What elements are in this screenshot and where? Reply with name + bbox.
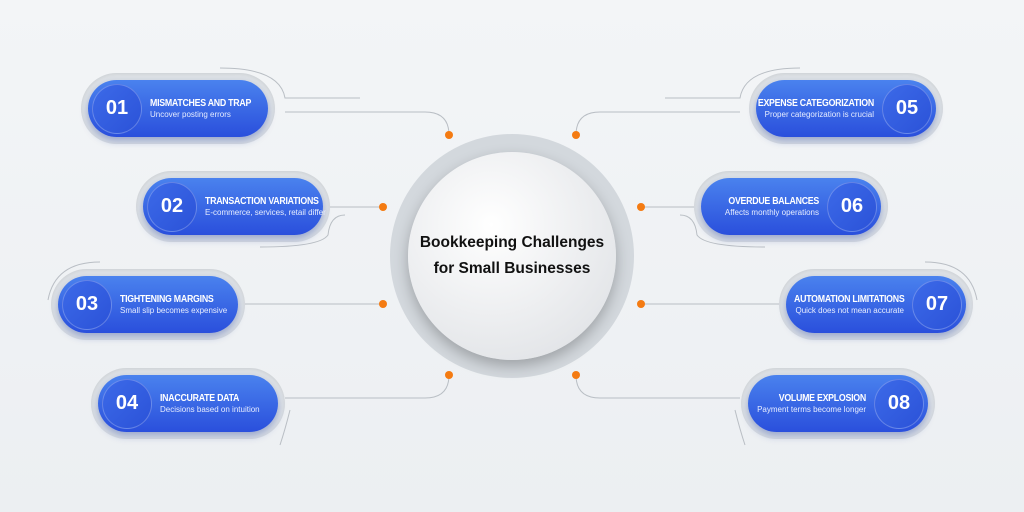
- item-title: EXPENSE CATEGORIZATION: [757, 98, 874, 110]
- item-title: VOLUME EXPLOSION: [778, 393, 866, 405]
- connector-dot: [445, 131, 453, 139]
- challenge-item: 04 INACCURATE DATA Decisions based on in…: [98, 375, 278, 432]
- item-title: OVERDUE BALANCES: [728, 196, 819, 208]
- item-description: Small slip becomes expensive: [120, 305, 228, 315]
- center-circle: Bookkeeping Challenges for Small Busines…: [408, 152, 616, 360]
- item-number: 08: [874, 378, 924, 429]
- challenge-item: 01 MISMATCHES AND TRAP Uncover posting e…: [88, 80, 268, 137]
- item-description: E-commerce, services, retail differ: [205, 207, 326, 217]
- item-number: 02: [147, 181, 197, 232]
- item-title: AUTOMATION LIMITATIONS: [793, 294, 905, 306]
- item-description: Proper categorization is crucial: [764, 109, 874, 119]
- connector-dot: [445, 371, 453, 379]
- item-description: Decisions based on intuition: [160, 404, 260, 414]
- challenge-item: 06 OVERDUE BALANCES Affects monthly oper…: [701, 178, 881, 235]
- item-number: 06: [827, 181, 877, 232]
- item-description: Quick does not mean accurate: [795, 305, 904, 315]
- center-title: Bookkeeping Challenges for Small Busines…: [419, 234, 605, 277]
- challenge-item: 08 VOLUME EXPLOSION Payment terms become…: [748, 375, 928, 432]
- item-description: Payment terms become longer: [757, 404, 866, 414]
- item-description: Affects monthly operations: [724, 207, 819, 217]
- item-description: Uncover posting errors: [150, 109, 231, 119]
- item-number: 03: [62, 279, 112, 330]
- item-title: INACCURATE DATA: [160, 393, 240, 405]
- challenge-item: 07 AUTOMATION LIMITATIONS Quick does not…: [786, 276, 966, 333]
- connector-dot: [379, 203, 387, 211]
- item-number: 05: [882, 83, 932, 134]
- item-number: 07: [912, 279, 962, 330]
- connector-dot: [637, 203, 645, 211]
- item-title: MISMATCHES AND TRAP: [150, 98, 252, 110]
- challenge-item: 02 TRANSACTION VARIATIONS E-commerce, se…: [143, 178, 326, 235]
- challenge-item: 03 TIGHTENING MARGINS Small slip becomes…: [58, 276, 238, 333]
- connector-dot: [379, 300, 387, 308]
- item-title: TRANSACTION VARIATIONS: [205, 196, 319, 208]
- connector-dot: [572, 131, 580, 139]
- challenge-item: 05 EXPENSE CATEGORIZATION Proper categor…: [756, 80, 936, 137]
- item-title: TIGHTENING MARGINS: [120, 294, 214, 306]
- item-number: 04: [102, 378, 152, 429]
- connector-dot: [637, 300, 645, 308]
- item-number: 01: [92, 83, 142, 134]
- connector-dot: [572, 371, 580, 379]
